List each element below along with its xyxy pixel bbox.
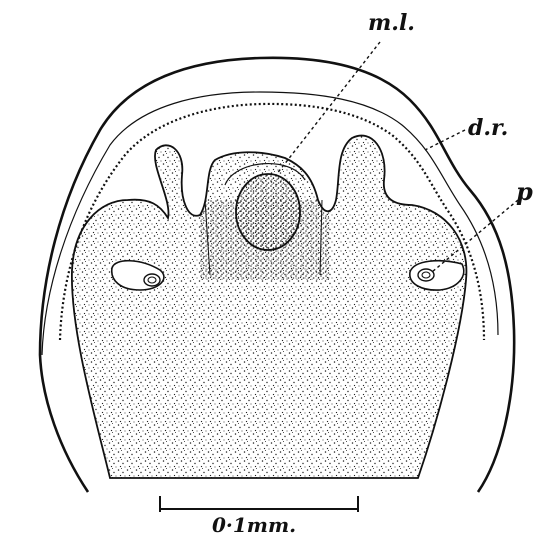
label-dr: d.r. (468, 115, 508, 141)
label-p: p (516, 177, 533, 206)
median-lobe-circle (236, 174, 300, 250)
outer-body-outline-left-lower (40, 355, 88, 492)
scale-bar-label: 0·1mm. (212, 513, 296, 537)
dr-leader-line (425, 130, 465, 150)
scale-bar (160, 496, 358, 512)
label-ml: m.l. (368, 10, 415, 36)
